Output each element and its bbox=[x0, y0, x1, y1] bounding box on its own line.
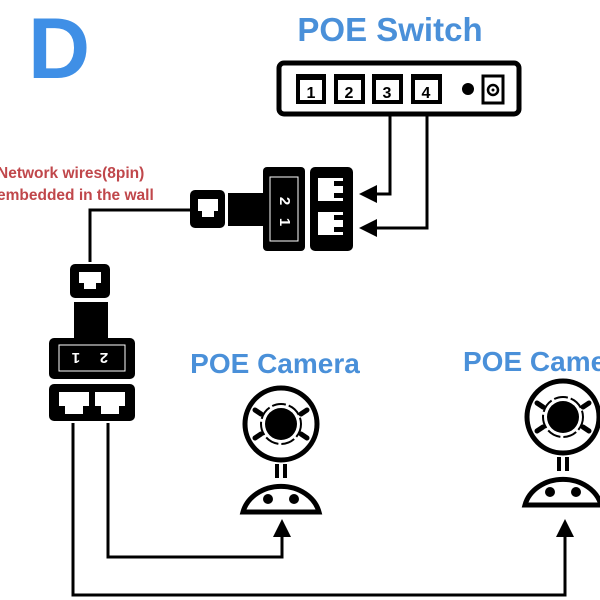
switch-port-2: 2 bbox=[334, 74, 365, 104]
poe-switch: 1 2 3 4 bbox=[276, 60, 522, 117]
svg-text:3: 3 bbox=[383, 85, 392, 102]
switch-port-3: 3 bbox=[372, 74, 403, 104]
splitter-label-1: 1 bbox=[276, 218, 293, 226]
lower-splitter-port-1 bbox=[59, 392, 89, 414]
cable-camera-2 bbox=[71, 423, 574, 597]
camera-1-icon bbox=[239, 385, 323, 515]
lower-splitter-label-1: 1 bbox=[72, 349, 80, 366]
upper-splitter: 2 1 bbox=[190, 167, 353, 251]
svg-text:4: 4 bbox=[422, 85, 431, 102]
lower-splitter: 1 2 bbox=[49, 264, 135, 421]
switch-title: POE Switch bbox=[297, 11, 482, 48]
power-led-icon bbox=[462, 83, 474, 95]
wall-note-line1: Network wires(8pin) bbox=[0, 165, 144, 182]
switch-cables bbox=[359, 116, 429, 237]
svg-text:2: 2 bbox=[345, 85, 354, 102]
wall-note-line2: embedded in the wall bbox=[0, 187, 154, 204]
switch-port-4: 4 bbox=[411, 74, 442, 104]
wall-cable bbox=[88, 208, 190, 262]
camera-2-icon bbox=[521, 378, 600, 508]
panel-letter: D bbox=[28, 1, 90, 97]
switch-port-1: 1 bbox=[296, 74, 326, 104]
splitter-label-2: 2 bbox=[276, 197, 293, 205]
camera-2-label: POE Camera bbox=[463, 346, 600, 377]
lower-splitter-label-2: 2 bbox=[100, 349, 108, 366]
svg-text:1: 1 bbox=[307, 85, 316, 102]
cable-camera-1 bbox=[106, 423, 291, 559]
camera-cables bbox=[71, 423, 574, 597]
camera-1-label: POE Camera bbox=[190, 348, 360, 379]
power-jack-icon bbox=[481, 74, 505, 105]
lower-splitter-port-2 bbox=[95, 392, 125, 414]
